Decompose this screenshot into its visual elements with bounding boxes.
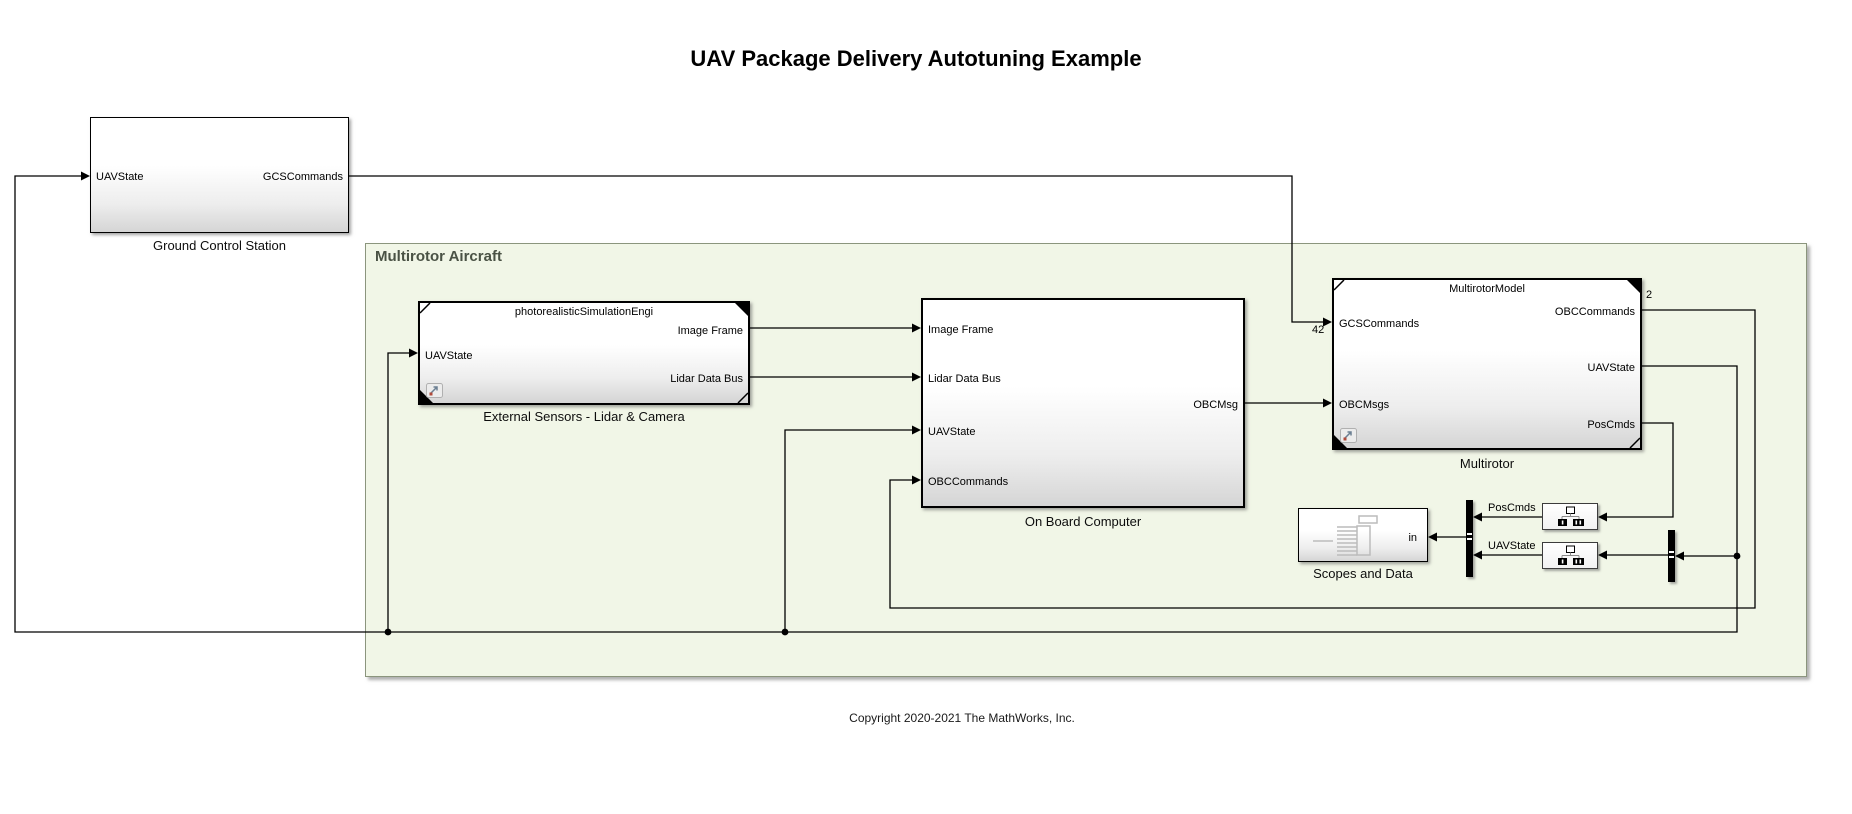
area-label: Multirotor Aircraft bbox=[375, 248, 502, 265]
on-board-computer-label: On Board Computer bbox=[1024, 514, 1142, 529]
wire-uavstate-branch-sensors[interactable] bbox=[387, 352, 416, 632]
scopes-and-data-label: Scopes and Data bbox=[1313, 566, 1413, 581]
port-lidar-data-bus-out: Lidar Data Bus bbox=[670, 373, 743, 385]
multirotor-model-name: MultirotorModel bbox=[1449, 283, 1525, 295]
signal-conversion-block-poscmds[interactable] bbox=[1542, 503, 1598, 530]
wire-poscmds[interactable] bbox=[1600, 422, 1674, 518]
external-sensors-label: External Sensors - Lidar & Camera bbox=[483, 409, 685, 424]
bus-selector-bar[interactable] bbox=[1668, 530, 1675, 582]
port-gcscommands-in: GCSCommands bbox=[1339, 318, 1420, 330]
port-obcmsg-out: OBCMsg bbox=[1193, 399, 1238, 411]
wire-obccommands-feedback[interactable] bbox=[889, 309, 1756, 609]
port-image-frame-in: Image Frame bbox=[928, 324, 994, 336]
port-uavstate-in: UAVState bbox=[425, 350, 473, 362]
port-gcscommands-out: GCSCommands bbox=[262, 171, 343, 183]
on-board-computer-block[interactable]: Image Frame Lidar Data Bus UAVState OBCC… bbox=[921, 298, 1245, 508]
external-sensors-model-name: photorealisticSimulationEngi bbox=[514, 306, 654, 318]
ground-control-station-label: Ground Control Station bbox=[153, 238, 286, 253]
signal-label-uavstate: UAVState bbox=[1488, 540, 1536, 552]
port-image-frame-out: Image Frame bbox=[677, 325, 743, 337]
wire-gcscommands[interactable] bbox=[349, 175, 1330, 323]
port-obccommands-out: OBCCommands bbox=[1554, 306, 1635, 318]
multirotor-label: Multirotor bbox=[1459, 456, 1515, 471]
port-uavstate-in: UAVState bbox=[96, 171, 144, 183]
ground-control-station-block[interactable]: UAVState GCSCommands bbox=[90, 117, 349, 233]
port-uavstate-in: UAVState bbox=[928, 426, 976, 438]
port-in: in bbox=[1408, 532, 1417, 544]
signal-conversion-block-uavstate[interactable] bbox=[1542, 542, 1598, 569]
external-sensors-block[interactable]: photorealisticSimulationEngi Image Frame… bbox=[418, 301, 750, 405]
diagram-title: UAV Package Delivery Autotuning Example bbox=[690, 46, 1142, 71]
port-uavstate-out: UAVState bbox=[1587, 362, 1636, 374]
wire-uavstate-branch-obc[interactable] bbox=[784, 429, 919, 632]
wire-uavstate-feedback[interactable] bbox=[14, 175, 1738, 633]
multirotor-block[interactable]: MultirotorModel GCSCommands OBCMsgs OBCC… bbox=[1332, 278, 1642, 450]
port-poscmds-out: PosCmds bbox=[1587, 419, 1635, 431]
bus-creator-bar[interactable] bbox=[1466, 500, 1473, 577]
scope-icon bbox=[1313, 515, 1378, 556]
bus-tree-icon bbox=[1558, 545, 1584, 565]
port-obcmsgs-in: OBCMsgs bbox=[1339, 399, 1390, 411]
model-badge-icon bbox=[426, 383, 443, 398]
copyright-annotation: Copyright 2020-2021 The MathWorks, Inc. bbox=[849, 711, 1075, 725]
scopes-and-data-block[interactable]: in bbox=[1298, 508, 1428, 562]
model-badge-icon bbox=[1340, 428, 1357, 443]
port-lidar-data-bus-in: Lidar Data Bus bbox=[928, 373, 1001, 385]
signal-label-poscmds: PosCmds bbox=[1488, 502, 1536, 514]
signal-dimension-42: 42 bbox=[1312, 324, 1325, 336]
port-obccommands-in: OBCCommands bbox=[928, 476, 1009, 488]
bus-tree-icon bbox=[1558, 506, 1584, 526]
signal-dimension-2: 2 bbox=[1646, 289, 1653, 301]
